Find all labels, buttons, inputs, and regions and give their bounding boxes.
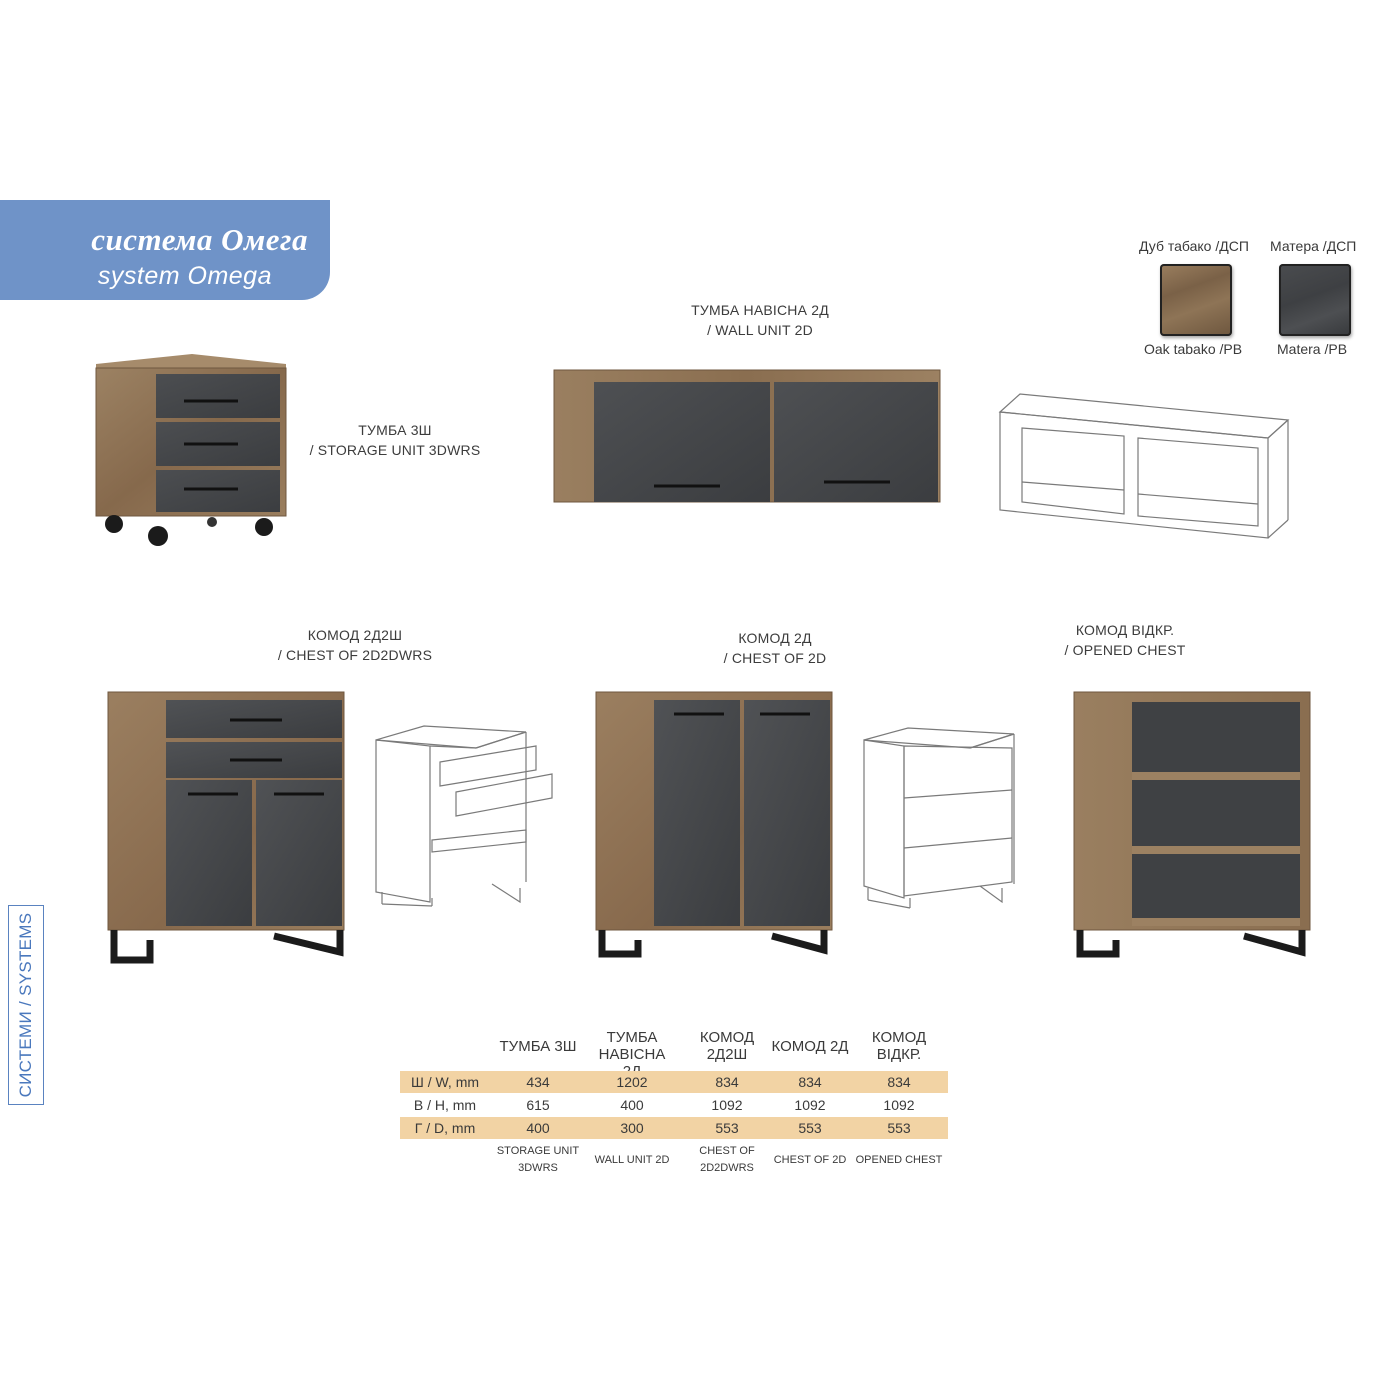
caption-storage-unit-en: / STORAGE UNIT 3DWRS [309,442,481,458]
table-footer-line: 3DWRS [518,1162,558,1174]
table-footer-line: 2D2DWRS [700,1162,754,1174]
table-footer-line: OPENED CHEST [855,1154,943,1166]
table-cell: 834 [715,1074,739,1090]
table-cell: 553 [887,1120,911,1136]
table-header-line: КОМОД [699,1029,755,1046]
swatch-oak [1160,264,1232,336]
table-header-line: ТУМБА [606,1029,658,1046]
table-header-line: 2Д2Ш [706,1046,748,1063]
chest-2d-sketch [863,727,1015,909]
table-footer-line: CHEST OF [699,1145,755,1157]
table-footer-line: STORAGE UNIT [496,1145,580,1157]
caption-wall-unit: ТУМБА НАВІСНА 2Д / WALL UNIT 2D [660,300,860,340]
caption-opened-chest-ua: КОМОД ВІДКР. [1075,622,1175,638]
table-row-label: Г / D, mm [414,1120,476,1136]
table-cell: 553 [715,1120,739,1136]
side-section-label: СИСТЕМИ / SYSTEMS [8,905,44,1105]
table-row-label: В / H, mm [413,1097,477,1113]
swatch-matera-top-label: Матера /ДСП [1270,238,1357,254]
swatch-matera [1279,264,1351,336]
chest-2d2dwrs-sketch [375,725,553,907]
storage-unit-image [95,354,287,546]
table-row-band-depth [400,1117,948,1139]
table-cell: 1202 [616,1074,648,1090]
table-cell: 1092 [711,1097,743,1113]
wall-unit-image [553,369,941,503]
table-footer-line: CHEST OF 2D [773,1154,847,1166]
table-footer-chest-2d2dwrs: CHEST OF 2D2DWRS [677,1143,777,1177]
table-header-chest-2d: КОМОД 2Д [770,1038,850,1055]
table-row-label: Ш / W, mm [410,1074,480,1090]
table-cell: 400 [620,1097,644,1113]
table-header-line: ТУМБА 3Ш [499,1038,577,1055]
wall-unit-sketch [998,393,1290,539]
caption-wall-unit-ua: ТУМБА НАВІСНА 2Д [691,302,829,318]
table-footer-line: WALL UNIT 2D [594,1154,670,1166]
table-footer-storage-unit: STORAGE UNIT 3DWRS [488,1143,588,1177]
table-cell: 400 [526,1120,550,1136]
table-header-chest-2d2dwrs: КОМОД 2Д2Ш [687,1029,767,1063]
table-cell: 1092 [794,1097,826,1113]
table-footer-opened-chest: OPENED CHEST [849,1152,949,1169]
caption-chest-2d-ua: КОМОД 2Д [738,630,812,646]
table-header-line: ВІДКР. [876,1046,922,1063]
caption-chest-2d-en: / CHEST OF 2D [723,650,827,666]
table-cell: 834 [798,1074,822,1090]
table-header-line: КОМОД [871,1029,927,1046]
caption-opened-chest-en: / OPENED CHEST [1064,642,1186,658]
table-cell: 834 [887,1074,911,1090]
side-section-label-text: СИСТЕМИ / SYSTEMS [16,912,35,1098]
table-cell: 615 [526,1097,550,1113]
caption-opened-chest: КОМОД ВІДКР. / OPENED CHEST [1040,620,1210,660]
caption-chest-2d2dwrs-en: / CHEST OF 2D2DWRS [277,647,433,663]
opened-chest-image [1073,691,1311,958]
table-cell: 553 [798,1120,822,1136]
swatch-matera-bottom-label: Matera /PB [1277,341,1348,357]
title-banner: система Омега system Omega [0,200,330,300]
swatch-oak-top-label: Дуб табако /ДСП [1139,238,1249,254]
table-cell: 300 [620,1120,644,1136]
caption-storage-unit: ТУМБА 3Ш / STORAGE UNIT 3DWRS [300,420,490,460]
caption-chest-2d: КОМОД 2Д / CHEST OF 2D [700,628,850,668]
table-cell: 1092 [883,1097,915,1113]
caption-storage-unit-ua: ТУМБА 3Ш [358,422,432,438]
table-row-band-width [400,1071,948,1093]
table-footer-wall-unit: WALL UNIT 2D [582,1152,682,1169]
chest-2d2dwrs-image [107,691,345,964]
table-header-line: КОМОД 2Д [771,1038,849,1055]
table-cell: 434 [526,1074,550,1090]
caption-wall-unit-en: / WALL UNIT 2D [707,322,813,338]
table-header-opened-chest: КОМОД ВІДКР. [859,1029,939,1063]
table-header-storage-unit: ТУМБА 3Ш [498,1038,578,1055]
table-footer-chest-2d: CHEST OF 2D [760,1152,860,1169]
caption-chest-2d2dwrs-ua: КОМОД 2Д2Ш [307,627,403,643]
swatch-oak-bottom-label: Oak tabako /PB [1144,341,1243,357]
banner-title-en: system Omega [97,262,272,290]
banner-title-ua: система Омега [91,222,308,257]
chest-2d-image [595,691,833,958]
caption-chest-2d2dwrs: КОМОД 2Д2Ш / CHEST OF 2D2DWRS [270,625,440,665]
